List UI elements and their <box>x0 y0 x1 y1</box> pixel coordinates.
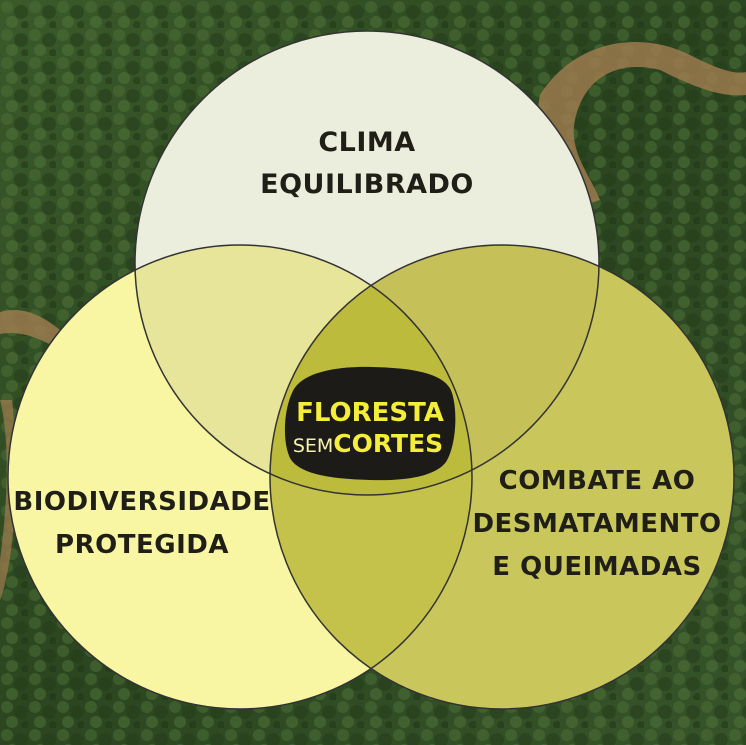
logo-badge <box>284 366 456 481</box>
label-right-line3: E QUEIMADAS <box>492 552 701 582</box>
river-left <box>0 310 60 350</box>
logo-line-sem-cortes: SEMCORTES <box>293 429 443 458</box>
label-left: BIODIVERSIDADE PROTEGIDA <box>13 487 270 560</box>
overlap-center <box>270 245 472 495</box>
label-top: CLIMA EQUILIBRADO <box>260 127 474 200</box>
floresta-sem-cortes-logo: FLORESTA SEMCORTES <box>284 366 456 481</box>
logo-word-sem: SEM <box>293 435 333 457</box>
label-left-line2: PROTEGIDA <box>55 530 229 560</box>
label-left-line1: BIODIVERSIDADE <box>13 487 270 517</box>
label-right-line1: COMBATE AO <box>499 466 696 496</box>
label-right-line2: DESMATAMENTO <box>472 509 721 539</box>
circle-outlines <box>7 30 735 710</box>
logo-word-cortes: CORTES <box>333 429 443 458</box>
label-top-line2: EQUILIBRADO <box>260 169 474 200</box>
label-right: COMBATE AO DESMATAMENTO E QUEIMADAS <box>472 466 721 582</box>
river-top-right <box>538 42 746 205</box>
label-top-line1: CLIMA <box>318 127 415 158</box>
logo-line-floresta: FLORESTA <box>296 398 444 428</box>
